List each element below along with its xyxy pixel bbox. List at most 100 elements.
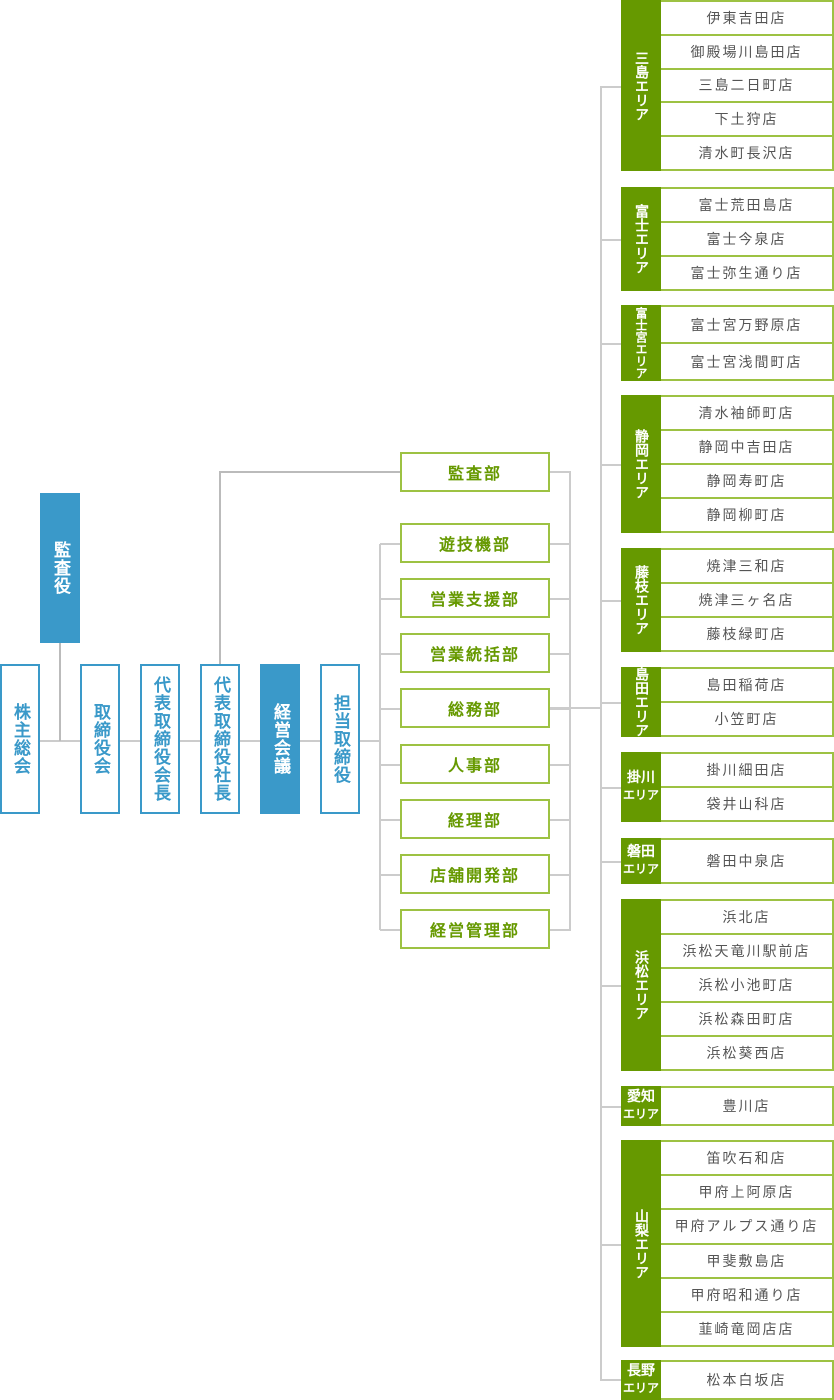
department-box: 遊技機部	[400, 523, 550, 563]
area-group: 三島エリア伊東吉田店御殿場川島田店三島二日町店下土狩店清水町長沢店	[621, 0, 834, 171]
auditor-box: 監査役	[40, 493, 80, 643]
connector-line	[550, 874, 570, 876]
connector-line	[550, 471, 570, 473]
store-item: 清水町長沢店	[698, 146, 795, 163]
area-label-line: エリア	[622, 788, 659, 802]
connector-line	[600, 861, 621, 863]
management-meeting-box: 経営会議	[260, 664, 300, 814]
area-group: 愛知エリア豊川店	[621, 1086, 834, 1126]
connector-line	[380, 874, 400, 876]
store-item: 浜松森田町店	[661, 1003, 832, 1037]
store-item: 清水袖師町店	[661, 397, 832, 431]
store-item: 掛川細田店	[661, 754, 832, 788]
chairman-box: 代表取締役会長	[140, 664, 180, 814]
area-label: 藤枝エリア	[621, 548, 661, 652]
area-label: 浜松エリア	[621, 899, 661, 1071]
area-group: 浜松エリア浜北店浜松天竜川駅前店浜松小池町店浜松森田町店浜松葵西店	[621, 899, 834, 1071]
store-list: 島田稲荷店小笠町店	[661, 667, 834, 737]
connector-line	[59, 642, 61, 741]
store-item: 甲府上阿原店	[661, 1176, 832, 1211]
area-group: 静岡エリア清水袖師町店静岡中吉田店静岡寿町店静岡柳町店	[621, 395, 834, 533]
store-item: 袋井山科店	[706, 797, 787, 813]
store-item: 富士宮万野原店	[661, 307, 832, 344]
connector-line	[380, 653, 400, 655]
connector-line	[380, 598, 400, 600]
connector-line	[600, 1244, 621, 1246]
area-label-line: 掛川	[626, 770, 655, 786]
store-item: 御殿場川島田店	[661, 36, 832, 70]
area-group: 藤枝エリア焼津三和店焼津三ヶ名店藤枝緑町店	[621, 548, 834, 652]
director-in-charge-box: 担当取締役	[320, 664, 360, 814]
store-item: 浜北店	[661, 901, 832, 935]
store-item: 下土狩店	[661, 103, 832, 138]
connector-line	[550, 707, 602, 709]
area-label-line: エリア	[622, 1107, 659, 1121]
connector-line	[600, 787, 621, 789]
store-item: 焼津三和店	[661, 550, 832, 584]
area-group: 山梨エリア笛吹石和店甲府上阿原店甲府アルプス通り店甲斐敷島店甲府昭和通り店韮崎竜…	[621, 1140, 834, 1347]
connector-line	[550, 708, 570, 710]
board-of-directors-box: 取締役会	[80, 664, 120, 814]
shareholders-meeting-box: 株主総会	[0, 664, 40, 814]
area-group: 島田エリア島田稲荷店小笠町店	[621, 667, 834, 737]
area-group: 富士宮エリア富士宮万野原店富士宮浅間町店	[621, 305, 834, 381]
store-item: 甲府昭和通り店	[661, 1279, 832, 1313]
department-box: 経理部	[400, 799, 550, 839]
connector-line	[379, 544, 381, 930]
store-item: 浜松小池町店	[661, 969, 832, 1003]
store-item: 富士宮浅間町店	[690, 354, 803, 371]
store-item: 静岡中吉田店	[661, 431, 832, 465]
area-label: 長野エリア	[621, 1360, 661, 1400]
area-label: 富士宮エリア	[621, 305, 661, 381]
store-item: 甲斐敷島店	[661, 1245, 832, 1279]
department-box: 総務部	[400, 688, 550, 728]
area-group: 長野エリア 松本白坂店	[621, 1360, 834, 1400]
area-label: 磐田エリア	[621, 838, 661, 884]
connector-line	[600, 1106, 621, 1108]
store-list: 豊川店	[661, 1086, 834, 1126]
connector-line	[550, 929, 570, 931]
connector-line	[600, 239, 621, 241]
area-label: 愛知エリア	[621, 1086, 661, 1126]
store-item: 富士弥生通り店	[690, 266, 803, 282]
connector-line	[219, 472, 221, 664]
connector-line	[600, 600, 621, 602]
store-item: 島田稲荷店	[661, 669, 832, 703]
area-group: 掛川エリア掛川細田店袋井山科店	[621, 752, 834, 822]
connector-line	[550, 819, 570, 821]
store-list: 富士宮万野原店富士宮浅間町店	[661, 305, 834, 381]
store-item: 松本白坂店	[706, 1373, 787, 1389]
connector-line	[550, 653, 570, 655]
area-label-line: エリア	[622, 862, 659, 876]
store-item: 浜松葵西店	[706, 1046, 787, 1062]
store-list: 焼津三和店焼津三ヶ名店藤枝緑町店	[661, 548, 834, 652]
store-item: 静岡寿町店	[661, 465, 832, 499]
store-list: 清水袖師町店静岡中吉田店静岡寿町店静岡柳町店	[661, 395, 834, 533]
connector-line	[600, 1379, 621, 1381]
department-box: 営業統括部	[400, 633, 550, 673]
connector-line	[600, 985, 621, 987]
area-label-line: 磐田	[626, 844, 655, 860]
store-list: 伊東吉田店御殿場川島田店三島二日町店下土狩店清水町長沢店	[661, 0, 834, 171]
department-box: 経営管理部	[400, 909, 550, 949]
connector-line	[380, 708, 400, 710]
connector-line	[380, 819, 400, 821]
area-label: 掛川エリア	[621, 752, 661, 822]
connector-line	[600, 343, 621, 345]
connector-line	[380, 543, 400, 545]
store-item: 韮崎竜岡店店	[698, 1321, 795, 1338]
connector-line	[219, 471, 400, 473]
store-item: 小笠町店	[714, 712, 779, 728]
connector-line	[380, 764, 400, 766]
store-list: 磐田中泉店	[661, 838, 834, 884]
area-label-line: 長野	[626, 1363, 655, 1379]
area-label: 三島エリア	[621, 0, 661, 171]
area-label: 山梨エリア	[621, 1140, 661, 1347]
audit-department-box: 監査部	[400, 452, 550, 492]
department-box: 人事部	[400, 744, 550, 784]
store-list: 笛吹石和店甲府上阿原店甲府アルプス通り店甲斐敷島店甲府昭和通り店韮崎竜岡店店	[661, 1140, 834, 1347]
area-label: 富士エリア	[621, 187, 661, 291]
store-item: 富士今泉店	[661, 223, 832, 257]
connector-line	[380, 929, 400, 931]
area-group: 富士エリア富士荒田島店富士今泉店富士弥生通り店	[621, 187, 834, 291]
